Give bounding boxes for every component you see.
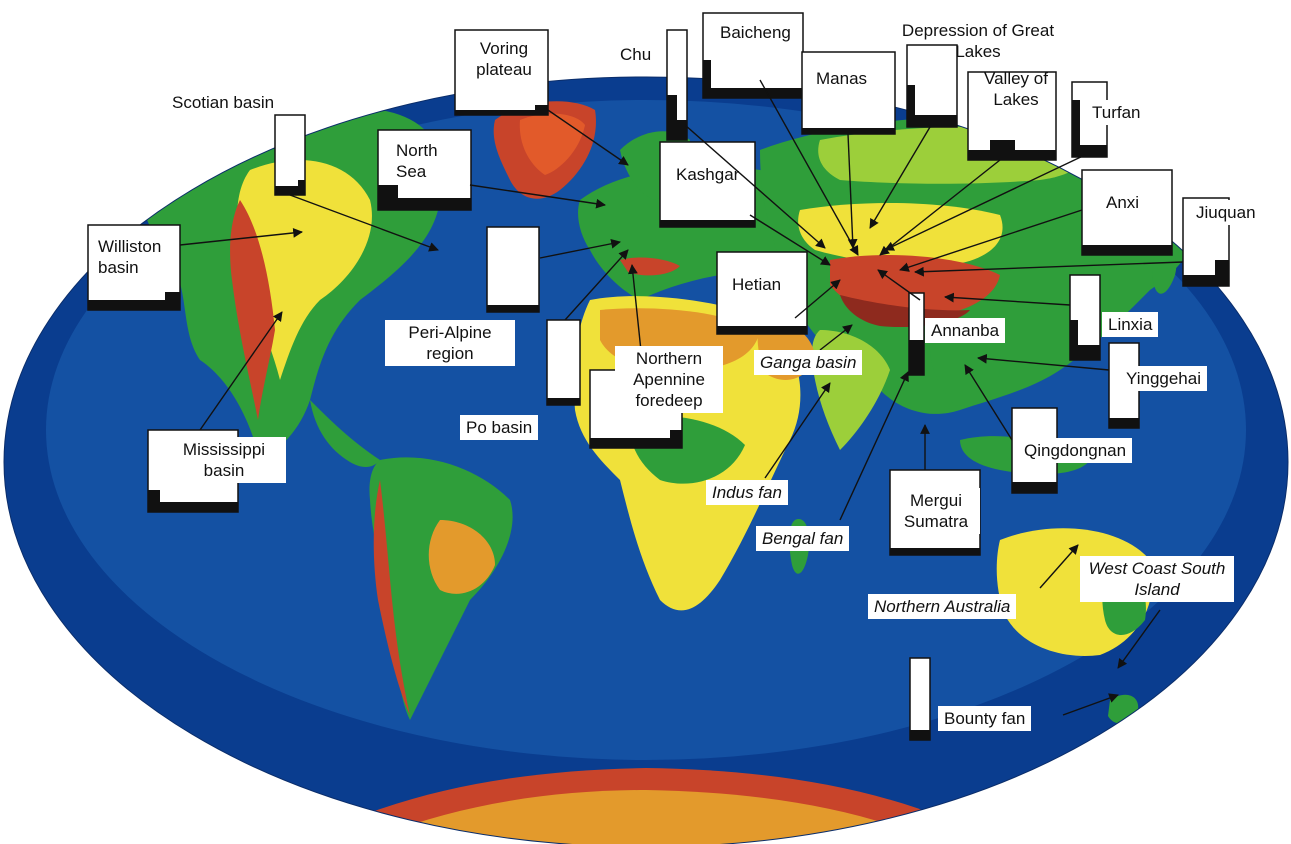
greenland-ice xyxy=(519,113,585,175)
histogram-icon xyxy=(274,114,306,196)
histogram-icon xyxy=(801,51,896,135)
brazil-highlands xyxy=(428,520,495,594)
arrow-icon xyxy=(977,353,1110,371)
histogram-icon xyxy=(908,292,925,376)
arrow-icon xyxy=(964,364,1013,441)
label-qingdongnan: Qingdongnan xyxy=(1018,438,1133,463)
label-baicheng: Baicheng xyxy=(720,23,791,42)
histogram-icon xyxy=(486,226,540,313)
arrow-icon xyxy=(899,209,1083,272)
arrow-icon xyxy=(289,194,439,252)
arrow-icon xyxy=(884,154,1086,251)
arrow-icon xyxy=(764,382,831,479)
label-northern-australia: Northern Australia xyxy=(868,594,1017,619)
label-kashgar: Kashgar xyxy=(676,165,740,184)
rocky-mountains xyxy=(230,200,275,420)
arrow-icon xyxy=(544,107,629,166)
arrow-icon xyxy=(869,126,931,229)
label-jiuquan: Jiuquan xyxy=(1190,200,1262,225)
arrow-icon xyxy=(839,371,909,521)
label-chu: Chu xyxy=(620,45,652,64)
label-mergui-sumatra: Mergui Sumatra xyxy=(892,488,980,534)
histogram-icon xyxy=(454,29,549,116)
label-indus-fan: Indus fan xyxy=(706,480,788,505)
arrow-icon xyxy=(539,238,621,259)
map-outline xyxy=(3,76,1289,844)
antarctica-edge xyxy=(360,790,940,844)
label-valley-of-lakes: Valley of Lakes xyxy=(984,69,1048,109)
histograms xyxy=(87,12,1230,741)
central-america xyxy=(310,400,380,467)
label-linxia: Linxia xyxy=(1102,312,1159,337)
histogram-icon xyxy=(666,29,688,141)
label-annanba: Annanba xyxy=(925,318,1006,343)
andes xyxy=(373,480,410,715)
japan xyxy=(1152,248,1177,294)
arrow-icon xyxy=(914,261,1184,277)
label-depression-of-great-lakes: Depression of Great Lakes xyxy=(901,21,1055,61)
histogram-icon xyxy=(1081,169,1173,256)
label-hetian: Hetian xyxy=(732,275,782,294)
label-mississippi-basin: Mississippi basin xyxy=(162,437,286,483)
label-yinggehai: Yinggehai xyxy=(1120,366,1207,391)
label-voring-plateau: Voring plateau xyxy=(476,39,532,79)
arrow-icon xyxy=(749,214,831,266)
arrow-icon xyxy=(199,311,283,431)
label-turfan: Turfan xyxy=(1086,100,1147,125)
arrow-icon xyxy=(1117,609,1161,669)
label-bounty-fan: Bounty fan xyxy=(938,706,1032,731)
arrow-icon xyxy=(564,249,629,321)
arrow-icon xyxy=(179,228,303,246)
label-peri-alpine-region: Peri-Alpine region xyxy=(385,320,515,366)
histogram-icon xyxy=(659,141,756,228)
histogram-icon xyxy=(87,224,181,311)
arrow-icon xyxy=(847,133,858,249)
label-manas: Manas xyxy=(816,69,868,88)
label-ganga-basin: Ganga basin xyxy=(754,350,863,375)
arrow-icon xyxy=(877,269,921,301)
histogram-icon xyxy=(1069,274,1101,361)
histogram-icon xyxy=(909,657,931,741)
label-scotian-basin: Scotian basin xyxy=(172,93,275,112)
label-anxi: Anxi xyxy=(1106,193,1140,212)
label-bengal-fan: Bengal fan xyxy=(756,526,850,551)
histogram-icon xyxy=(906,44,958,128)
arrow-icon xyxy=(794,279,841,319)
histogram-icon xyxy=(967,71,1057,161)
histogram-icon xyxy=(546,319,581,406)
histogram-icon xyxy=(716,251,808,335)
label-north-sea: North Sea xyxy=(396,141,438,181)
label-williston-basin: Williston basin xyxy=(98,237,162,277)
label-northern-apennine-foredeep: Northern Apennine foredeep xyxy=(615,346,723,413)
arrow-icon xyxy=(944,292,1071,306)
label-west-coast-south-island: West Coast South Island xyxy=(1080,556,1234,602)
arrow-icon xyxy=(1062,693,1119,716)
arrow-icon xyxy=(879,159,1001,256)
arrow-icon xyxy=(759,79,859,256)
label-po-basin: Po basin xyxy=(460,415,539,440)
arrow-icon xyxy=(684,124,826,249)
arrow-icon xyxy=(819,324,853,351)
histogram-icon xyxy=(377,129,472,211)
arrow-icon xyxy=(1039,544,1079,589)
arrow-icon xyxy=(469,184,606,209)
